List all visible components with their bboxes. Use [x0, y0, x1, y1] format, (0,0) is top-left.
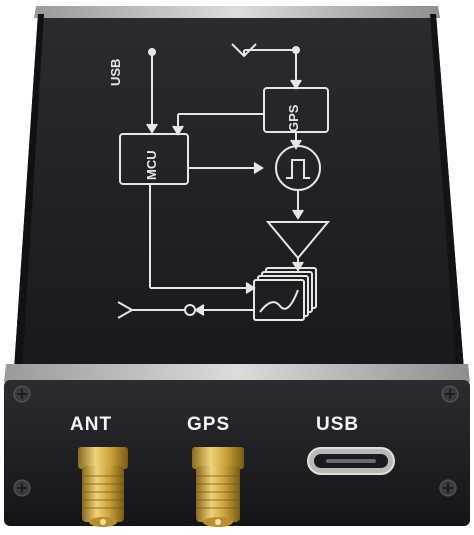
diagram-gps-block-label: GPS [286, 104, 301, 132]
front-trim [4, 364, 470, 382]
diagram-mcu-block-label: MCU [144, 150, 159, 180]
sma-connector-icon [192, 447, 244, 527]
port-label-gps: GPS [187, 414, 231, 435]
enclosure-top [14, 14, 464, 370]
rear-trim [34, 6, 440, 18]
sma-connector-icon [78, 447, 128, 527]
usb-c-port-icon [307, 447, 395, 475]
block-diagram [117, 43, 331, 321]
diagram-usb-label: USB [108, 58, 123, 86]
screw-icon [13, 385, 459, 497]
port-label-usb: USB [316, 414, 360, 435]
port-label-ant: ANT [70, 414, 113, 435]
